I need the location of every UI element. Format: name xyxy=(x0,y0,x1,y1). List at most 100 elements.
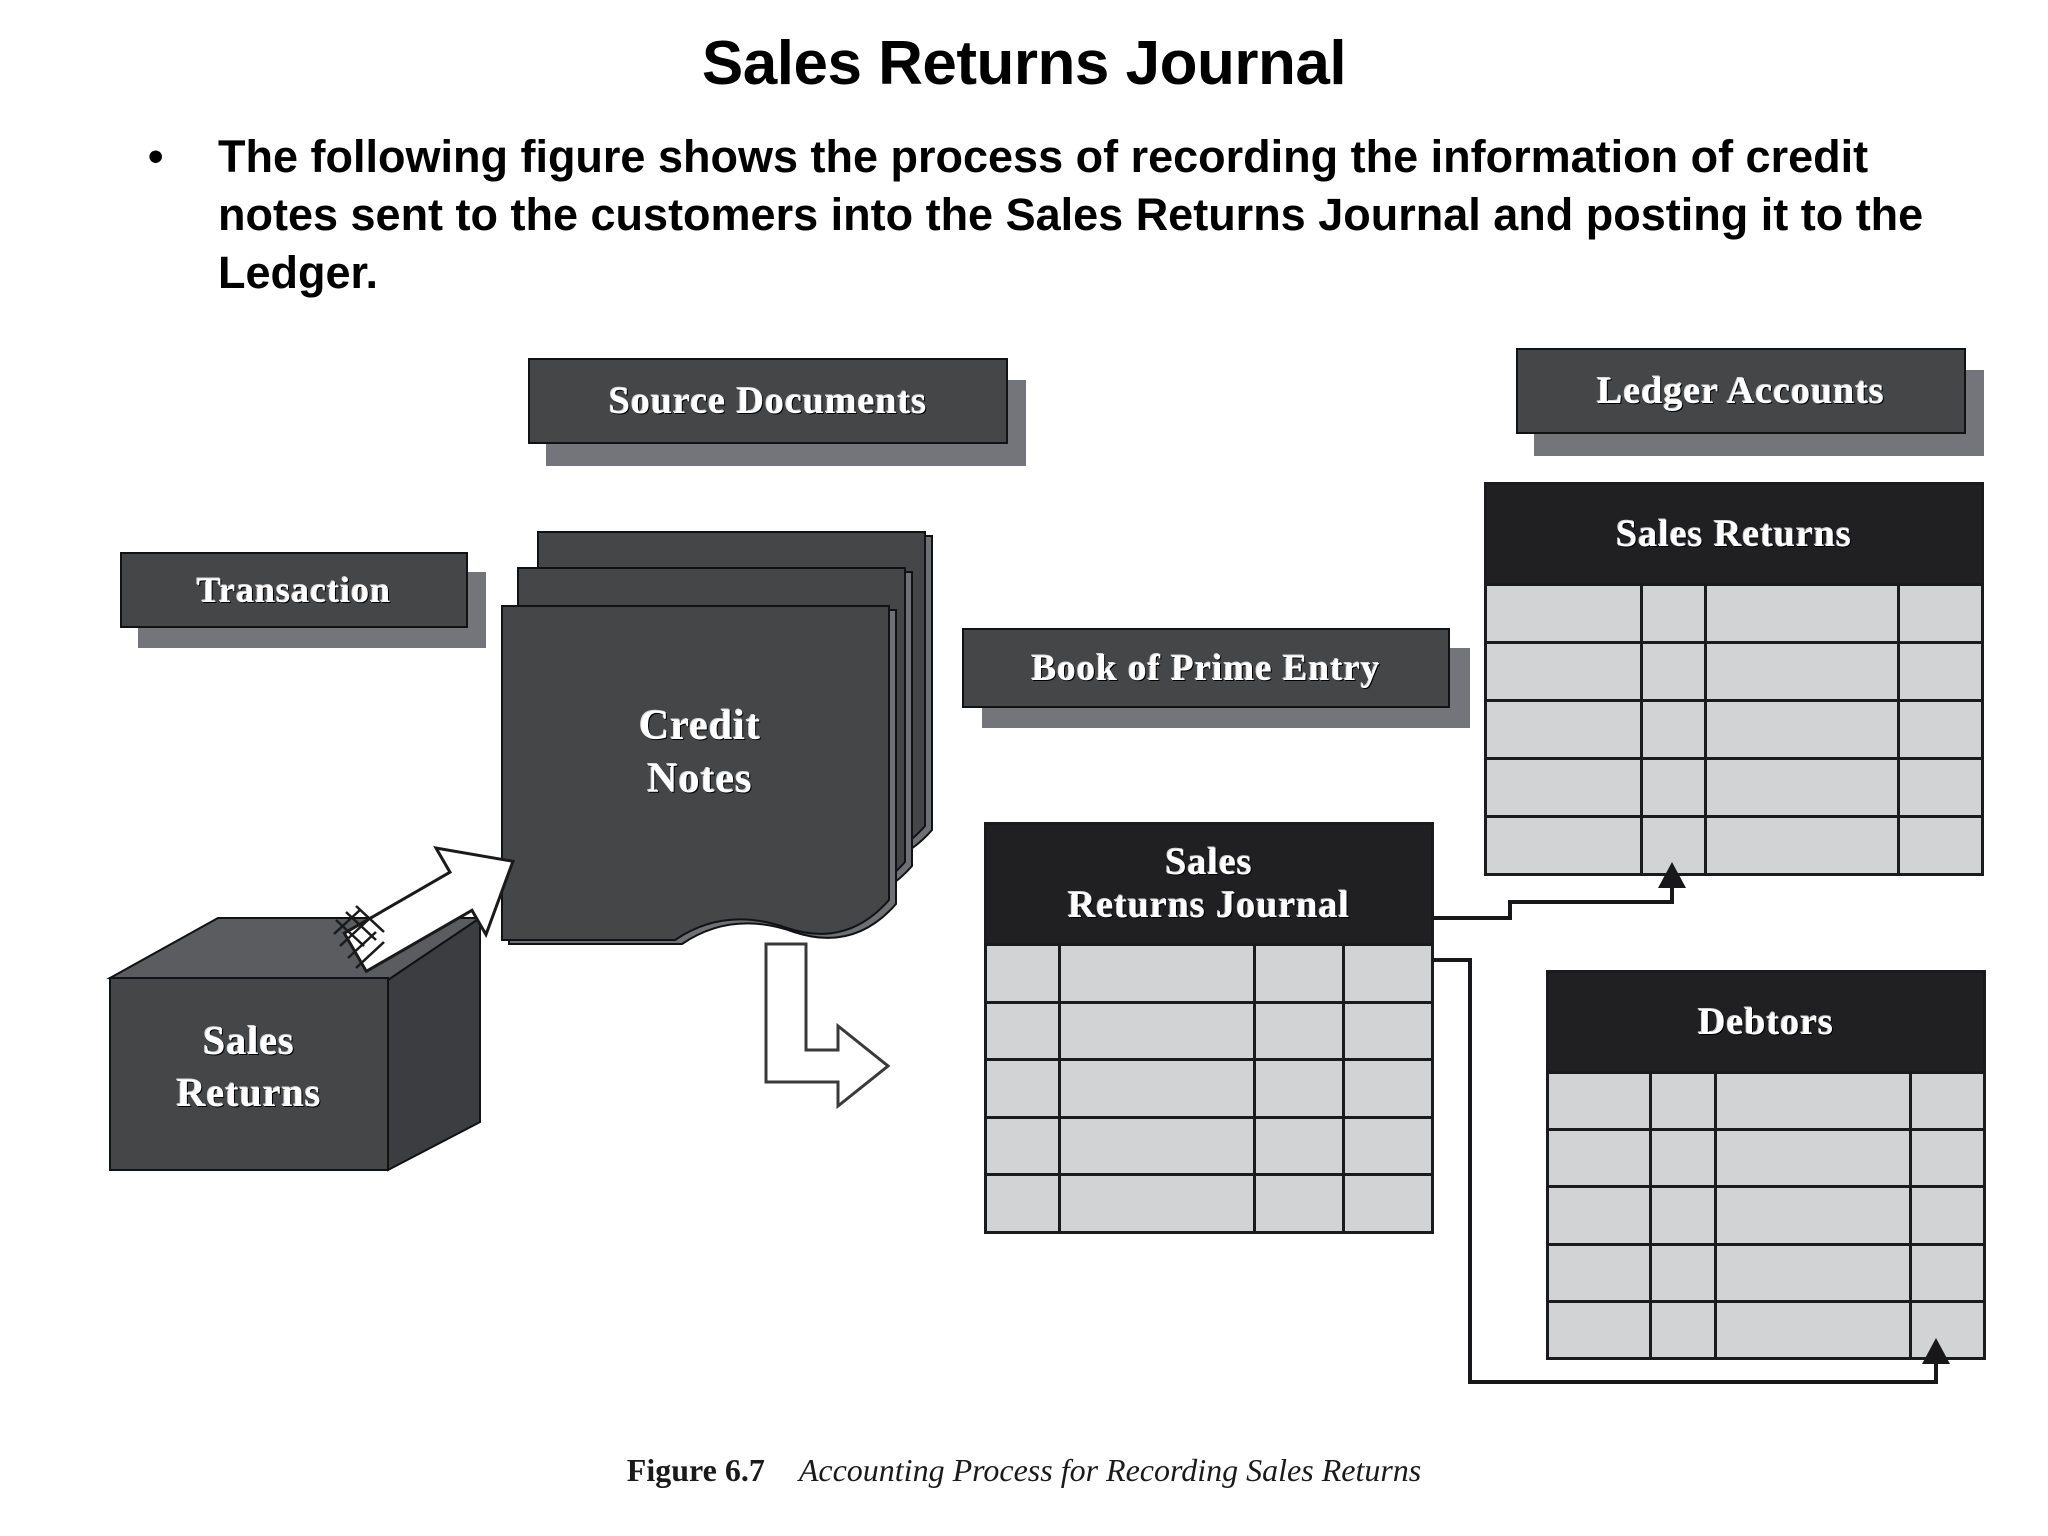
table-cell xyxy=(1713,1131,1910,1186)
sales-returns-cube-text: Sales Returns xyxy=(112,1015,386,1119)
connector-journal-to-sales-returns-vertical xyxy=(1508,900,1512,920)
journal-title-line1: Sales xyxy=(1165,841,1253,884)
sales-returns-cube-line2: Returns xyxy=(176,1070,322,1115)
table-cell xyxy=(1897,818,1981,873)
connector-debtors-stem xyxy=(1934,1362,1938,1384)
credit-notes-line1: Credit xyxy=(639,703,761,749)
table-cell xyxy=(1704,702,1897,757)
table-cell xyxy=(1487,586,1641,641)
bullet-text: The following figure shows the process o… xyxy=(218,131,1924,298)
sales-returns-ledger-title-text: Sales Returns xyxy=(1616,512,1852,555)
table-cell xyxy=(1342,946,1431,1001)
table-cell xyxy=(1058,1118,1254,1174)
page-title: Sales Returns Journal xyxy=(701,29,1347,98)
table-cell xyxy=(1704,818,1897,873)
table-cell xyxy=(1058,1176,1254,1231)
table-cell xyxy=(987,946,1059,1001)
arrowhead-up-debtors-icon xyxy=(1922,1338,1950,1364)
sales-returns-ledger-table: Sales Returns xyxy=(1484,482,1984,876)
table-cell xyxy=(1648,1131,1714,1186)
table-cell xyxy=(1253,1061,1343,1116)
sales-returns-ledger-grid xyxy=(1487,583,1981,873)
table-cell xyxy=(1640,760,1705,815)
table-cell xyxy=(1713,1074,1910,1129)
arrowhead-up-sales-returns-icon xyxy=(1658,862,1686,888)
table-cell xyxy=(1253,946,1343,1001)
figure-title: Accounting Process for Recording Sales R… xyxy=(798,1452,1422,1488)
table-cell xyxy=(1487,702,1641,757)
table-cell xyxy=(1640,586,1705,641)
table-row xyxy=(1487,586,1981,641)
table-cell xyxy=(1713,1188,1910,1243)
block-arrow-up-right-icon xyxy=(333,845,515,974)
debtors-ledger-grid xyxy=(1549,1071,1983,1358)
table-cell xyxy=(1058,1003,1254,1059)
table-cell xyxy=(1058,1061,1254,1116)
ledger-accounts-label-text: Ledger Accounts xyxy=(1597,370,1885,412)
sales-returns-journal-table: Sales Returns Journal xyxy=(984,822,1434,1234)
table-row xyxy=(1487,815,1981,873)
table-cell xyxy=(1648,1188,1714,1243)
table-cell xyxy=(1549,1188,1649,1243)
table-row xyxy=(987,1115,1431,1174)
bullet-list: • The following figure shows the process… xyxy=(148,128,1978,302)
table-cell xyxy=(1342,1118,1431,1174)
table-row xyxy=(1549,1074,1983,1129)
table-cell xyxy=(1713,1245,1910,1300)
table-cell xyxy=(1549,1302,1649,1358)
debtors-ledger-title: Debtors xyxy=(1549,973,1983,1071)
table-cell xyxy=(1253,1003,1343,1059)
debtors-ledger-title-text: Debtors xyxy=(1698,1000,1834,1043)
table-row xyxy=(1549,1128,1983,1186)
table-cell xyxy=(1253,1176,1343,1231)
transaction-label: Transaction xyxy=(120,552,468,628)
connector-journal-to-debtors-horizontal xyxy=(1468,1380,1938,1384)
debtors-ledger-table: Debtors xyxy=(1546,970,1986,1360)
table-cell xyxy=(1648,1074,1714,1129)
table-cell xyxy=(987,1003,1059,1059)
ledger-accounts-label: Ledger Accounts xyxy=(1516,348,1966,434)
sales-returns-ledger-title: Sales Returns xyxy=(1487,485,1981,583)
table-cell xyxy=(1640,702,1705,757)
figure-caption: Figure 6.7 Accounting Process for Record… xyxy=(0,1452,2048,1489)
table-cell xyxy=(1909,1131,1983,1186)
credit-notes-stack xyxy=(501,531,933,945)
table-cell xyxy=(1549,1074,1649,1129)
table-cell xyxy=(987,1061,1059,1116)
journal-title-line2: Returns Journal xyxy=(1067,884,1351,926)
table-cell xyxy=(1897,760,1981,815)
table-cell xyxy=(1342,1061,1431,1116)
table-row xyxy=(1487,699,1981,757)
book-of-prime-entry-label-text: Book of Prime Entry xyxy=(1031,647,1381,689)
table-cell xyxy=(1640,644,1705,699)
table-row xyxy=(987,946,1431,1001)
credit-notes-text: Credit Notes xyxy=(560,700,840,805)
table-cell xyxy=(1648,1245,1714,1300)
table-cell xyxy=(1897,702,1981,757)
table-cell xyxy=(1897,586,1981,641)
table-cell xyxy=(1909,1188,1983,1243)
connector-sales-returns-stem xyxy=(1670,884,1674,904)
table-cell xyxy=(1342,1003,1431,1059)
sales-returns-cube-line1: Sales xyxy=(203,1018,295,1063)
table-row xyxy=(1549,1185,1983,1243)
table-cell xyxy=(1713,1302,1910,1358)
table-row xyxy=(987,1058,1431,1116)
sales-returns-journal-title: Sales Returns Journal xyxy=(987,825,1431,943)
book-of-prime-entry-label: Book of Prime Entry xyxy=(962,628,1450,708)
connector-journal-to-debtors-vertical xyxy=(1468,960,1472,1384)
table-cell xyxy=(1487,644,1641,699)
table-cell xyxy=(1549,1245,1649,1300)
table-cell xyxy=(1549,1131,1649,1186)
table-cell xyxy=(1253,1118,1343,1174)
table-row xyxy=(1487,757,1981,815)
table-cell xyxy=(1487,818,1641,873)
connector-journal-to-sales-returns-horizontal-2 xyxy=(1508,900,1674,904)
table-row xyxy=(1549,1242,1983,1300)
table-row xyxy=(987,1000,1431,1059)
connector-journal-to-debtors-branch xyxy=(1434,958,1472,962)
table-cell xyxy=(1342,1176,1431,1231)
table-row xyxy=(1487,641,1981,699)
table-cell xyxy=(1897,644,1981,699)
